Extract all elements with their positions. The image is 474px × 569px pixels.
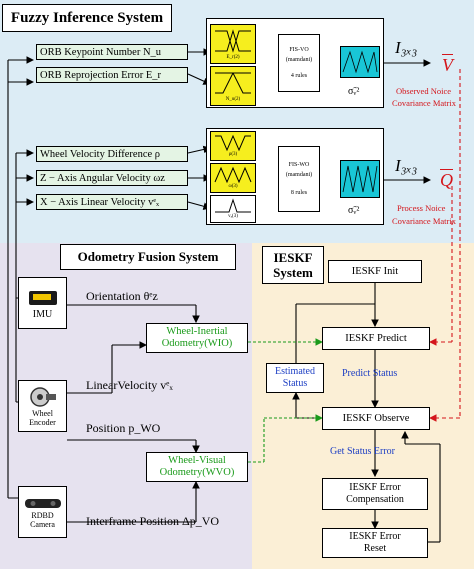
output-vo-symbol: σ̃ᵥ²: [348, 86, 360, 97]
ieskf-observe-box: IESKF Observe: [322, 407, 430, 430]
input-orb-keypoint: ORB Keypoint Number N_u: [36, 44, 188, 60]
ieskf-title-line2: System: [273, 265, 313, 280]
mf-vx-box: vₓ(3): [210, 195, 256, 223]
ieskf-init-box: IESKF Init: [328, 260, 422, 283]
output-mf-icon: [342, 50, 378, 74]
mf-curve-icon: [214, 166, 252, 184]
input-wheel-velocity-diff: Wheel Velocity Difference ρ: [36, 146, 188, 162]
output-mf-icon: [342, 165, 378, 193]
signal-position: Position p_WO: [86, 421, 161, 435]
fis-vo-box: FIS-VO (mamdani) 4 rules: [278, 34, 320, 92]
mf-rho-box: ρ(3): [210, 131, 256, 161]
signal-linear-velocity: LinearVelocity vᵉₓ: [86, 378, 173, 392]
input-x-linear-velocity: X − Axis Linear Velocity vᵉₓ: [36, 194, 188, 210]
wvo-line1: Wheel-Visual: [168, 455, 226, 466]
mf-curve-icon: [215, 72, 251, 94]
wvo-line2: Odometry(WVO): [159, 467, 235, 478]
input-orb-reprojection: ORB Reprojection Error E_r: [36, 67, 188, 83]
fis-vo-sub: (mamdani): [285, 57, 313, 63]
mf-omega-box: ω(3): [210, 163, 256, 193]
output-wo-symbol: σ̃ᵥ²: [348, 205, 360, 216]
imu-label: IMU: [32, 308, 53, 320]
wvo-box: Wheel-Visual Odometry(WVO): [146, 452, 248, 482]
ieskf-panel: [252, 243, 474, 569]
fis-vo-title: FIS-VO: [289, 47, 309, 53]
fis-wo-rules: 8 rules: [290, 190, 308, 196]
reset-line1: IESKF Error: [349, 531, 401, 542]
mf-curve-icon: [215, 198, 251, 213]
predict-status-label: Predict Status: [342, 368, 398, 379]
mf-nu-box: N_u(2): [210, 66, 256, 106]
wio-line1: Wheel-Inertial: [166, 326, 228, 337]
input-z-angular-velocity: Z − Axis Angular Velocity ωz: [36, 170, 188, 186]
estimated-status-box: Estimated Status: [266, 363, 324, 393]
encoder-sensor: Wheel Encoder: [18, 380, 67, 432]
compensation-line1: IESKF Error: [349, 482, 401, 493]
camera-label: RDBD Camera: [30, 511, 55, 529]
get-status-error-label: Get Status Error: [330, 446, 395, 457]
wio-line2: Odometry(WIO): [161, 338, 233, 349]
ieskf-predict-box: IESKF Predict: [322, 327, 430, 350]
estimated-line1: Estimated: [275, 366, 315, 377]
camera-icon: [24, 499, 61, 508]
imu-sensor: IMU: [18, 277, 67, 329]
signal-interframe: Interframe Position Δp_VO: [86, 514, 220, 528]
matrix-q: Q: [440, 170, 453, 190]
mf-nu-label: N_u(2): [225, 97, 241, 102]
mf-er-label: E_r(2): [226, 55, 240, 60]
ieskf-reset-box: IESKF Error Reset: [322, 528, 428, 558]
identity-top: I₃ₓ₃: [395, 38, 418, 57]
fis-wo-box: FIS-WO (mamdani) 8 rules: [278, 146, 320, 212]
fuzzy-title: Fuzzy Inference System: [2, 4, 172, 32]
mf-omega-label: ω(3): [228, 184, 238, 189]
caption-process-1: Process Noice: [397, 203, 446, 213]
fis-wo-sub: (mamdani): [285, 172, 313, 178]
output-wo-box: [340, 160, 380, 198]
camera-sensor: RDBD Camera: [18, 486, 67, 538]
matrix-v: V: [442, 55, 453, 75]
output-vo-box: [340, 46, 380, 78]
mf-rho-label: ρ(3): [228, 152, 238, 157]
signal-orientation: Orientation θᵉz: [86, 289, 158, 303]
estimated-line2: Status: [282, 378, 308, 389]
wio-box: Wheel-Inertial Odometry(WIO): [146, 323, 248, 353]
ieskf-title: IESKF System: [262, 246, 324, 284]
identity-bottom: I₃ₓ₃: [395, 156, 418, 175]
ieskf-compensation-box: IESKF Error Compensation: [322, 478, 428, 510]
caption-observed-2: Covariance Matrix: [392, 98, 456, 108]
mf-er-box: E_r(2): [210, 24, 256, 64]
mf-curve-icon: [215, 29, 251, 53]
fis-wo-title: FIS-WO: [288, 162, 310, 168]
caption-process-2: Covariance Matrix: [392, 216, 456, 226]
fis-vo-rules: 4 rules: [290, 73, 308, 79]
wheel-encoder-icon: [29, 387, 56, 407]
imu-icon: [28, 290, 57, 305]
mf-vx-label: vₓ(3): [228, 214, 238, 219]
mf-curve-icon: [215, 134, 251, 152]
compensation-line2: Compensation: [346, 494, 404, 505]
odometry-title: Odometry Fusion System: [60, 244, 236, 270]
caption-observed-1: Observed Noice: [396, 86, 451, 96]
encoder-label: Wheel Encoder: [29, 409, 56, 427]
reset-line2: Reset: [363, 543, 387, 554]
ieskf-title-line1: IESKF: [273, 250, 313, 265]
